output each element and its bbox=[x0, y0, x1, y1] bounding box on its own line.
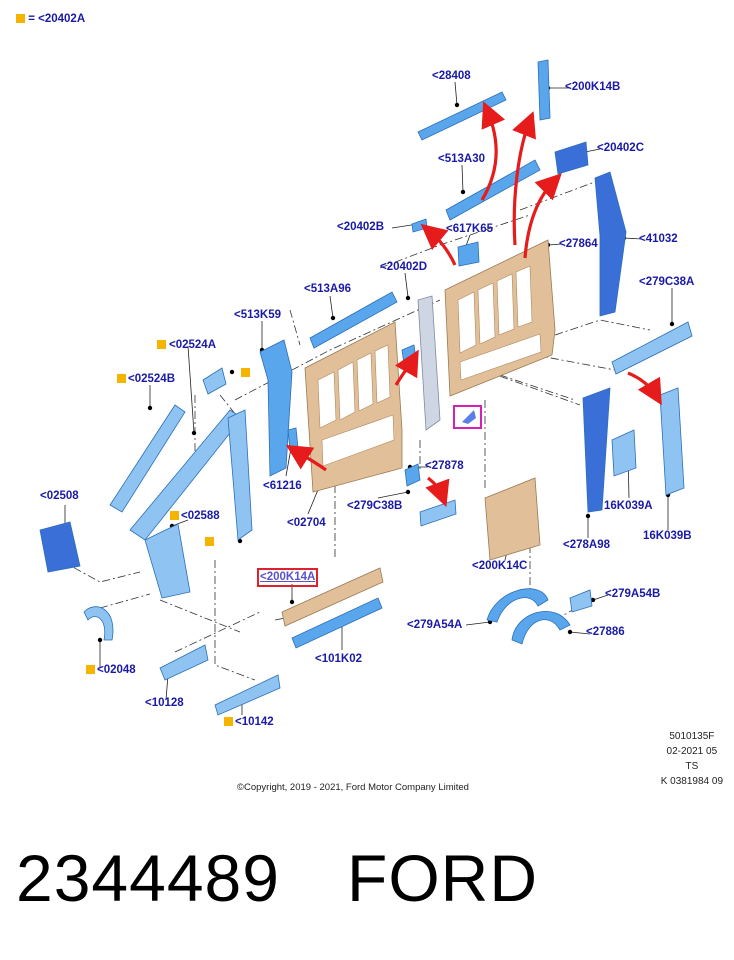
callout-513A30[interactable]: <513A30 bbox=[438, 153, 485, 165]
callout-20402C[interactable]: <20402C bbox=[597, 142, 644, 154]
callout-27886[interactable]: <27886 bbox=[586, 626, 625, 638]
marker-square-icon bbox=[117, 374, 126, 383]
callout-513A96[interactable]: <513A96 bbox=[304, 283, 351, 295]
brand-name: FORD bbox=[347, 841, 538, 915]
callout-279C38B[interactable]: <279C38B bbox=[347, 500, 403, 512]
callout-10142[interactable]: <10142 bbox=[235, 716, 274, 728]
legend-label: <20402A bbox=[38, 13, 86, 25]
callout-200K14B[interactable]: <200K14B bbox=[565, 81, 621, 93]
marker-square-icon bbox=[205, 537, 214, 546]
callout-27864[interactable]: <27864 bbox=[559, 238, 598, 250]
callout-101K02[interactable]: <101K02 bbox=[315, 653, 362, 665]
part-number: 2344489 bbox=[16, 841, 280, 915]
meta-line-4: K 0381984 09 bbox=[660, 776, 723, 787]
callout-20402D[interactable]: <20402D bbox=[380, 261, 427, 273]
legend: = <20402A bbox=[16, 13, 85, 25]
meta-line-3: TS bbox=[685, 761, 699, 772]
callout-200K14C[interactable]: <200K14C bbox=[472, 560, 528, 572]
callout-279C38A[interactable]: <279C38A bbox=[639, 276, 695, 288]
callout-28408[interactable]: <28408 bbox=[432, 70, 471, 82]
legend-equals: = bbox=[28, 13, 35, 25]
callout-10128[interactable]: <10128 bbox=[145, 697, 184, 709]
marker-square-icon bbox=[86, 665, 95, 674]
callout-16K039B[interactable]: 16K039B bbox=[643, 530, 692, 542]
blue-parts bbox=[39, 59, 693, 716]
callout-02524B[interactable]: <02524B bbox=[128, 373, 175, 385]
callout-61216[interactable]: <61216 bbox=[263, 480, 302, 492]
callout-200K14A[interactable]: <200K14A bbox=[256, 568, 319, 587]
tan-panels bbox=[281, 239, 556, 627]
callout-20402B[interactable]: <20402B bbox=[337, 221, 384, 233]
marker-square-icon bbox=[16, 14, 25, 23]
callout-279A54B[interactable]: <279A54B bbox=[605, 588, 661, 600]
callout-278A98[interactable]: <278A98 bbox=[563, 539, 610, 551]
callout-513K59[interactable]: <513K59 bbox=[234, 309, 281, 321]
callout-02524A[interactable]: <02524A bbox=[169, 339, 216, 351]
callout-02048[interactable]: <02048 bbox=[97, 664, 136, 676]
callout-02704[interactable]: <02704 bbox=[287, 517, 326, 529]
diagram-metadata: 5010135F 02-2021 05 TS K 0381984 09 bbox=[661, 729, 723, 789]
callout-41032[interactable]: <41032 bbox=[639, 233, 678, 245]
copyright-notice: ©Copyright, 2019 - 2021, Ford Motor Comp… bbox=[237, 782, 469, 793]
marker-square-icon bbox=[241, 368, 250, 377]
callout-617K65[interactable]: <617K65 bbox=[446, 223, 493, 235]
meta-line-2: 02-2021 05 bbox=[666, 746, 718, 757]
marker-square-icon bbox=[170, 511, 179, 520]
marker-square-icon bbox=[157, 340, 166, 349]
callout-02508[interactable]: <02508 bbox=[40, 490, 79, 502]
marker-square-icon bbox=[224, 717, 233, 726]
red-arrows bbox=[285, 101, 662, 507]
callout-16K039A[interactable]: 16K039A bbox=[604, 500, 653, 512]
callout-27878[interactable]: <27878 bbox=[425, 460, 464, 472]
meta-line-1: 5010135F bbox=[669, 731, 715, 742]
callout-279A54A[interactable]: <279A54A bbox=[407, 619, 463, 631]
focus-box bbox=[453, 405, 482, 429]
callout-02588[interactable]: <02588 bbox=[181, 510, 220, 522]
